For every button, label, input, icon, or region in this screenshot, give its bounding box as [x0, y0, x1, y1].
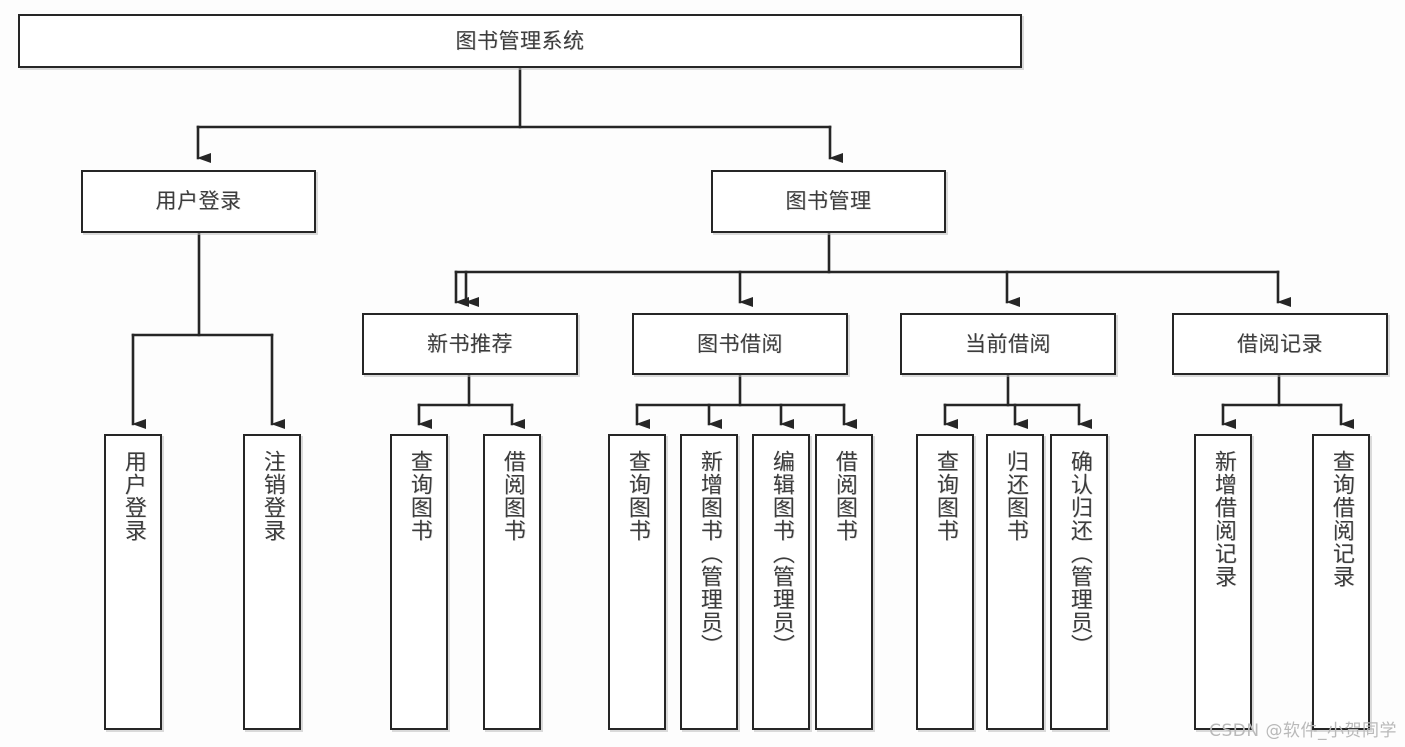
node-leaf-logout-login[interactable]: 注销登录 — [243, 434, 301, 730]
node-leaf-borrow-book-1-label: 借阅图书 — [499, 450, 525, 542]
node-book-manage-label: 图书管理 — [785, 189, 872, 214]
node-user-login[interactable]: 用户登录 — [81, 170, 316, 233]
node-book-manage[interactable]: 图书管理 — [711, 170, 946, 233]
node-leaf-add-record-label: 新增借阅记录 — [1210, 450, 1236, 588]
node-leaf-borrow-book-1[interactable]: 借阅图书 — [483, 434, 541, 730]
node-borrow-record-label: 借阅记录 — [1237, 331, 1323, 356]
node-leaf-edit-book-label: 编辑图书（管理员） — [768, 450, 794, 657]
node-leaf-query-book-2[interactable]: 查询图书 — [608, 434, 666, 730]
node-leaf-add-book[interactable]: 新增图书（管理员） — [680, 434, 738, 730]
node-leaf-add-record[interactable]: 新增借阅记录 — [1194, 434, 1252, 730]
node-leaf-query-book-3-label: 查询图书 — [932, 450, 958, 542]
node-leaf-query-record[interactable]: 查询借阅记录 — [1312, 434, 1370, 730]
node-current-borrow[interactable]: 当前借阅 — [900, 313, 1116, 375]
node-leaf-confirm-return-label: 确认归还（管理员） — [1066, 450, 1092, 657]
node-leaf-confirm-return[interactable]: 确认归还（管理员） — [1050, 434, 1108, 730]
node-leaf-logout-login-label: 注销登录 — [259, 450, 285, 542]
node-leaf-return-book-label: 归还图书 — [1002, 450, 1028, 542]
node-leaf-borrow-book-2[interactable]: 借阅图书 — [815, 434, 873, 730]
node-leaf-query-book-1[interactable]: 查询图书 — [390, 434, 448, 730]
node-book-borrow-label: 图书借阅 — [697, 331, 783, 356]
node-user-login-label: 用户登录 — [155, 189, 242, 214]
node-new-book-recommend-label: 新书推荐 — [427, 331, 513, 356]
node-current-borrow-label: 当前借阅 — [965, 331, 1051, 356]
node-book-borrow[interactable]: 图书借阅 — [632, 313, 848, 375]
node-leaf-add-book-label: 新增图书（管理员） — [696, 450, 722, 657]
node-leaf-query-record-label: 查询借阅记录 — [1328, 450, 1354, 588]
node-leaf-query-book-3[interactable]: 查询图书 — [916, 434, 974, 730]
node-borrow-record[interactable]: 借阅记录 — [1172, 313, 1388, 375]
node-leaf-user-login-label: 用户登录 — [120, 450, 146, 542]
node-leaf-borrow-book-2-label: 借阅图书 — [831, 450, 857, 542]
node-root-label: 图书管理系统 — [455, 28, 585, 53]
node-root[interactable]: 图书管理系统 — [18, 14, 1022, 68]
node-leaf-user-login[interactable]: 用户登录 — [104, 434, 162, 730]
node-new-book-recommend[interactable]: 新书推荐 — [362, 313, 578, 375]
node-leaf-query-book-1-label: 查询图书 — [406, 450, 432, 542]
node-leaf-query-book-2-label: 查询图书 — [624, 450, 650, 542]
node-leaf-return-book[interactable]: 归还图书 — [986, 434, 1044, 730]
node-leaf-edit-book[interactable]: 编辑图书（管理员） — [752, 434, 810, 730]
